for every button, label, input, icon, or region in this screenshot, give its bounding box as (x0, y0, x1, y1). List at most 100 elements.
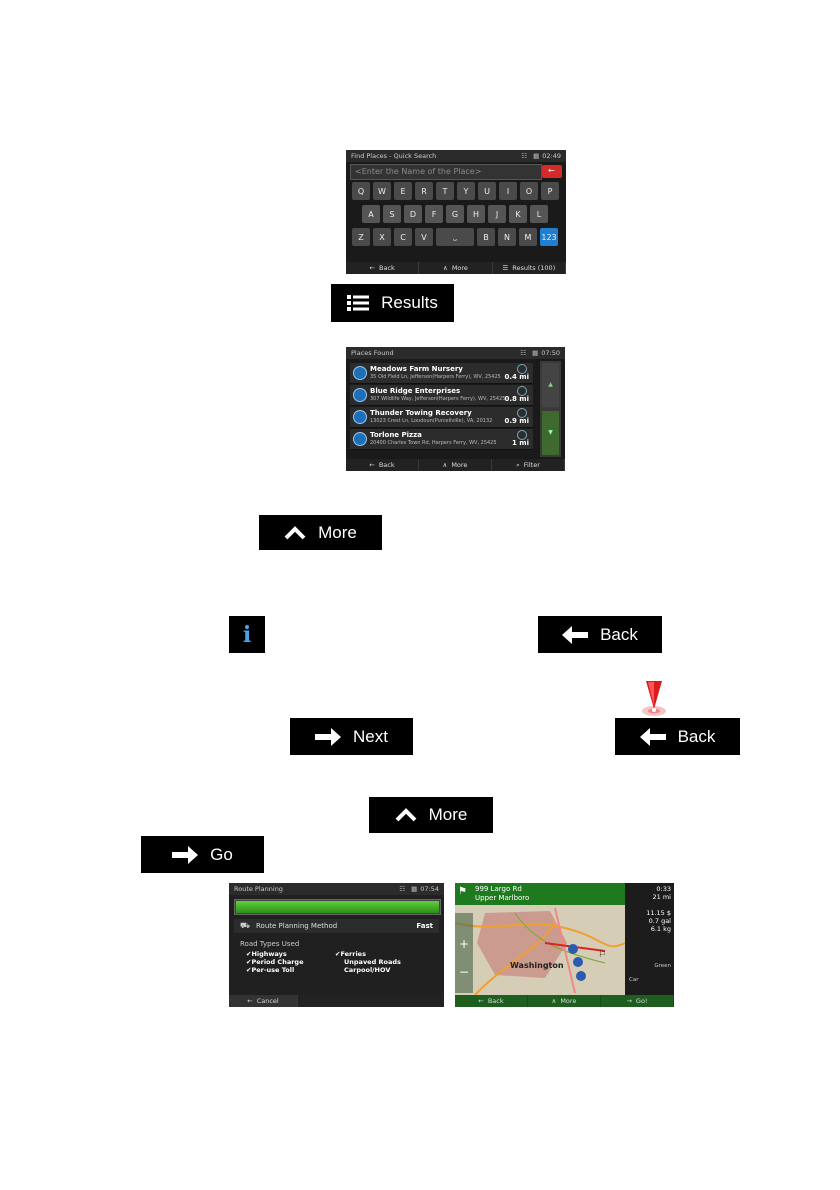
list-icon (347, 295, 370, 311)
results-button-large[interactable]: Results (331, 284, 454, 322)
keyboard-key[interactable]: B (477, 228, 495, 246)
signal-icon: ▦ (532, 349, 539, 357)
checkered-flag-icon: ⚑ (458, 886, 467, 897)
more-button[interactable]: ∧More (528, 995, 601, 1007)
screen-title-bar: Places Found ☷ ▦ 07:50 (346, 347, 565, 359)
keyboard-key[interactable]: Q (352, 182, 370, 200)
back-button-large-2[interactable]: Back (615, 718, 740, 755)
zoom-in-button[interactable]: + (458, 937, 470, 951)
back-button-large[interactable]: Back (538, 616, 662, 653)
trip-distance: 21 mi (652, 893, 671, 901)
keyboard-key[interactable]: S (383, 205, 401, 223)
bottom-toolbar: ←Back ∧More ⌕Filter (346, 459, 565, 471)
place-distance: 0.4 mi (504, 373, 529, 381)
keyboard-key[interactable]: V (415, 228, 433, 246)
more-button[interactable]: ∧More (419, 262, 493, 274)
keyboard-key[interactable]: U (478, 182, 496, 200)
poi-icon (353, 366, 367, 380)
keyboard-key[interactable]: F (425, 205, 443, 223)
road-type: ✔Period Charge (246, 958, 304, 966)
screen-title-bar: Route Planning ☷ ▦ 07:54 (229, 883, 444, 895)
zoom-controls: + − (455, 913, 473, 993)
destination-bar: ⚑ 999 Largo Rd Upper Marlboro (455, 883, 625, 905)
filter-button[interactable]: ⌕Filter (492, 459, 565, 471)
backspace-icon: ← (548, 166, 555, 175)
keyboard-key[interactable]: M (519, 228, 537, 246)
route-method-label: Route Planning Method (256, 922, 338, 930)
next-button-large[interactable]: Next (290, 718, 413, 755)
gps-icon: ☷ (520, 349, 527, 357)
search-input[interactable]: <Enter the Name of the Place> (350, 164, 542, 180)
next-label: Next (353, 726, 388, 746)
results-button[interactable]: ☰Results (100) (493, 262, 566, 274)
places-found-screenshot: Places Found ☷ ▦ 07:50 Meadows Farm Nurs… (346, 347, 565, 471)
keyboard-key[interactable]: 123 (540, 228, 558, 246)
keyboard-key[interactable]: K (509, 205, 527, 223)
arrow-left-icon (639, 727, 666, 746)
back-button[interactable]: ←Back (455, 995, 528, 1007)
direction-icon (517, 408, 527, 418)
arrow-right-icon (315, 727, 342, 746)
signal-icon: ▦ (411, 885, 418, 893)
route-type-green: Green (654, 963, 671, 969)
poi-icon (353, 388, 367, 402)
signal-icon: ▦ (533, 152, 540, 160)
arrow-left-icon: ← (369, 264, 375, 272)
keyboard-key[interactable]: G (446, 205, 464, 223)
road-type: Carpool/HOV (344, 966, 391, 974)
keyboard-key[interactable]: C (394, 228, 412, 246)
zoom-out-button[interactable]: − (458, 965, 470, 979)
keyboard-key[interactable]: Z (352, 228, 370, 246)
delete-button[interactable]: ← (542, 165, 562, 178)
keyboard-key[interactable]: ⎵ (436, 228, 474, 246)
back-button[interactable]: ←Back (346, 262, 420, 274)
keyboard-key[interactable]: H (467, 205, 485, 223)
keyboard-key[interactable]: A (362, 205, 380, 223)
cancel-button[interactable]: ←Cancel (229, 995, 298, 1007)
quick-search-screenshot: Find Places - Quick Search ☷ ▦ 02:49 <En… (346, 150, 566, 274)
route-method-value: Fast (416, 922, 433, 930)
keyboard-key[interactable]: X (373, 228, 391, 246)
scrollbar[interactable]: ▲ ▼ (540, 361, 561, 457)
scroll-up-button[interactable]: ▲ (542, 363, 559, 407)
gps-icon: ☷ (521, 152, 528, 160)
chevron-up-icon: ∧ (443, 264, 448, 272)
keyboard-key[interactable]: T (436, 182, 454, 200)
chevron-up-icon (284, 525, 306, 539)
go-button[interactable]: →Go! (601, 995, 674, 1007)
more-button-large[interactable]: More (259, 515, 382, 550)
back-button[interactable]: ←Back (346, 459, 419, 471)
go-button-large[interactable]: Go (141, 836, 264, 873)
arrow-right-icon: → (626, 997, 632, 1005)
keyboard-key[interactable]: R (415, 182, 433, 200)
keyboard-key[interactable]: I (499, 182, 517, 200)
keyboard-key[interactable]: O (520, 182, 538, 200)
keyboard-key[interactable]: Y (457, 182, 475, 200)
route-method-row[interactable]: ⛟ Route Planning Method Fast (234, 919, 439, 933)
road-types-col-2: ✔Ferries Unpaved Roads Carpool/HOV (335, 950, 401, 974)
keyboard-key[interactable]: D (404, 205, 422, 223)
city-label: Washington (510, 961, 564, 970)
keyboard-key[interactable]: W (373, 182, 391, 200)
place-name: Torlone Pizza (370, 431, 422, 439)
keyboard-key[interactable]: P (541, 182, 559, 200)
keyboard-key[interactable]: E (394, 182, 412, 200)
arrow-left-icon: ← (478, 997, 484, 1005)
more-button-large-2[interactable]: More (369, 797, 493, 833)
screen-title: Find Places - Quick Search (351, 152, 437, 160)
keyboard-key[interactable]: J (488, 205, 506, 223)
keyboard-key[interactable]: L (530, 205, 548, 223)
place-address: 13023 Crest Ln, Loudoun(Purcellville), V… (370, 418, 493, 424)
info-icon[interactable]: i (229, 616, 265, 653)
more-button[interactable]: ∧More (419, 459, 492, 471)
road-types-col-1: ✔Highways ✔Period Charge ✔Per-use Toll (246, 950, 303, 974)
scroll-down-button[interactable]: ▼ (542, 411, 559, 455)
route-map-screenshot: ⚑ 999 Largo Rd Upper Marlboro + − Washin… (455, 883, 674, 1007)
keyboard-key[interactable]: N (498, 228, 516, 246)
direction-icon (517, 386, 527, 396)
trip-fuel: 0.7 gal (648, 917, 671, 925)
